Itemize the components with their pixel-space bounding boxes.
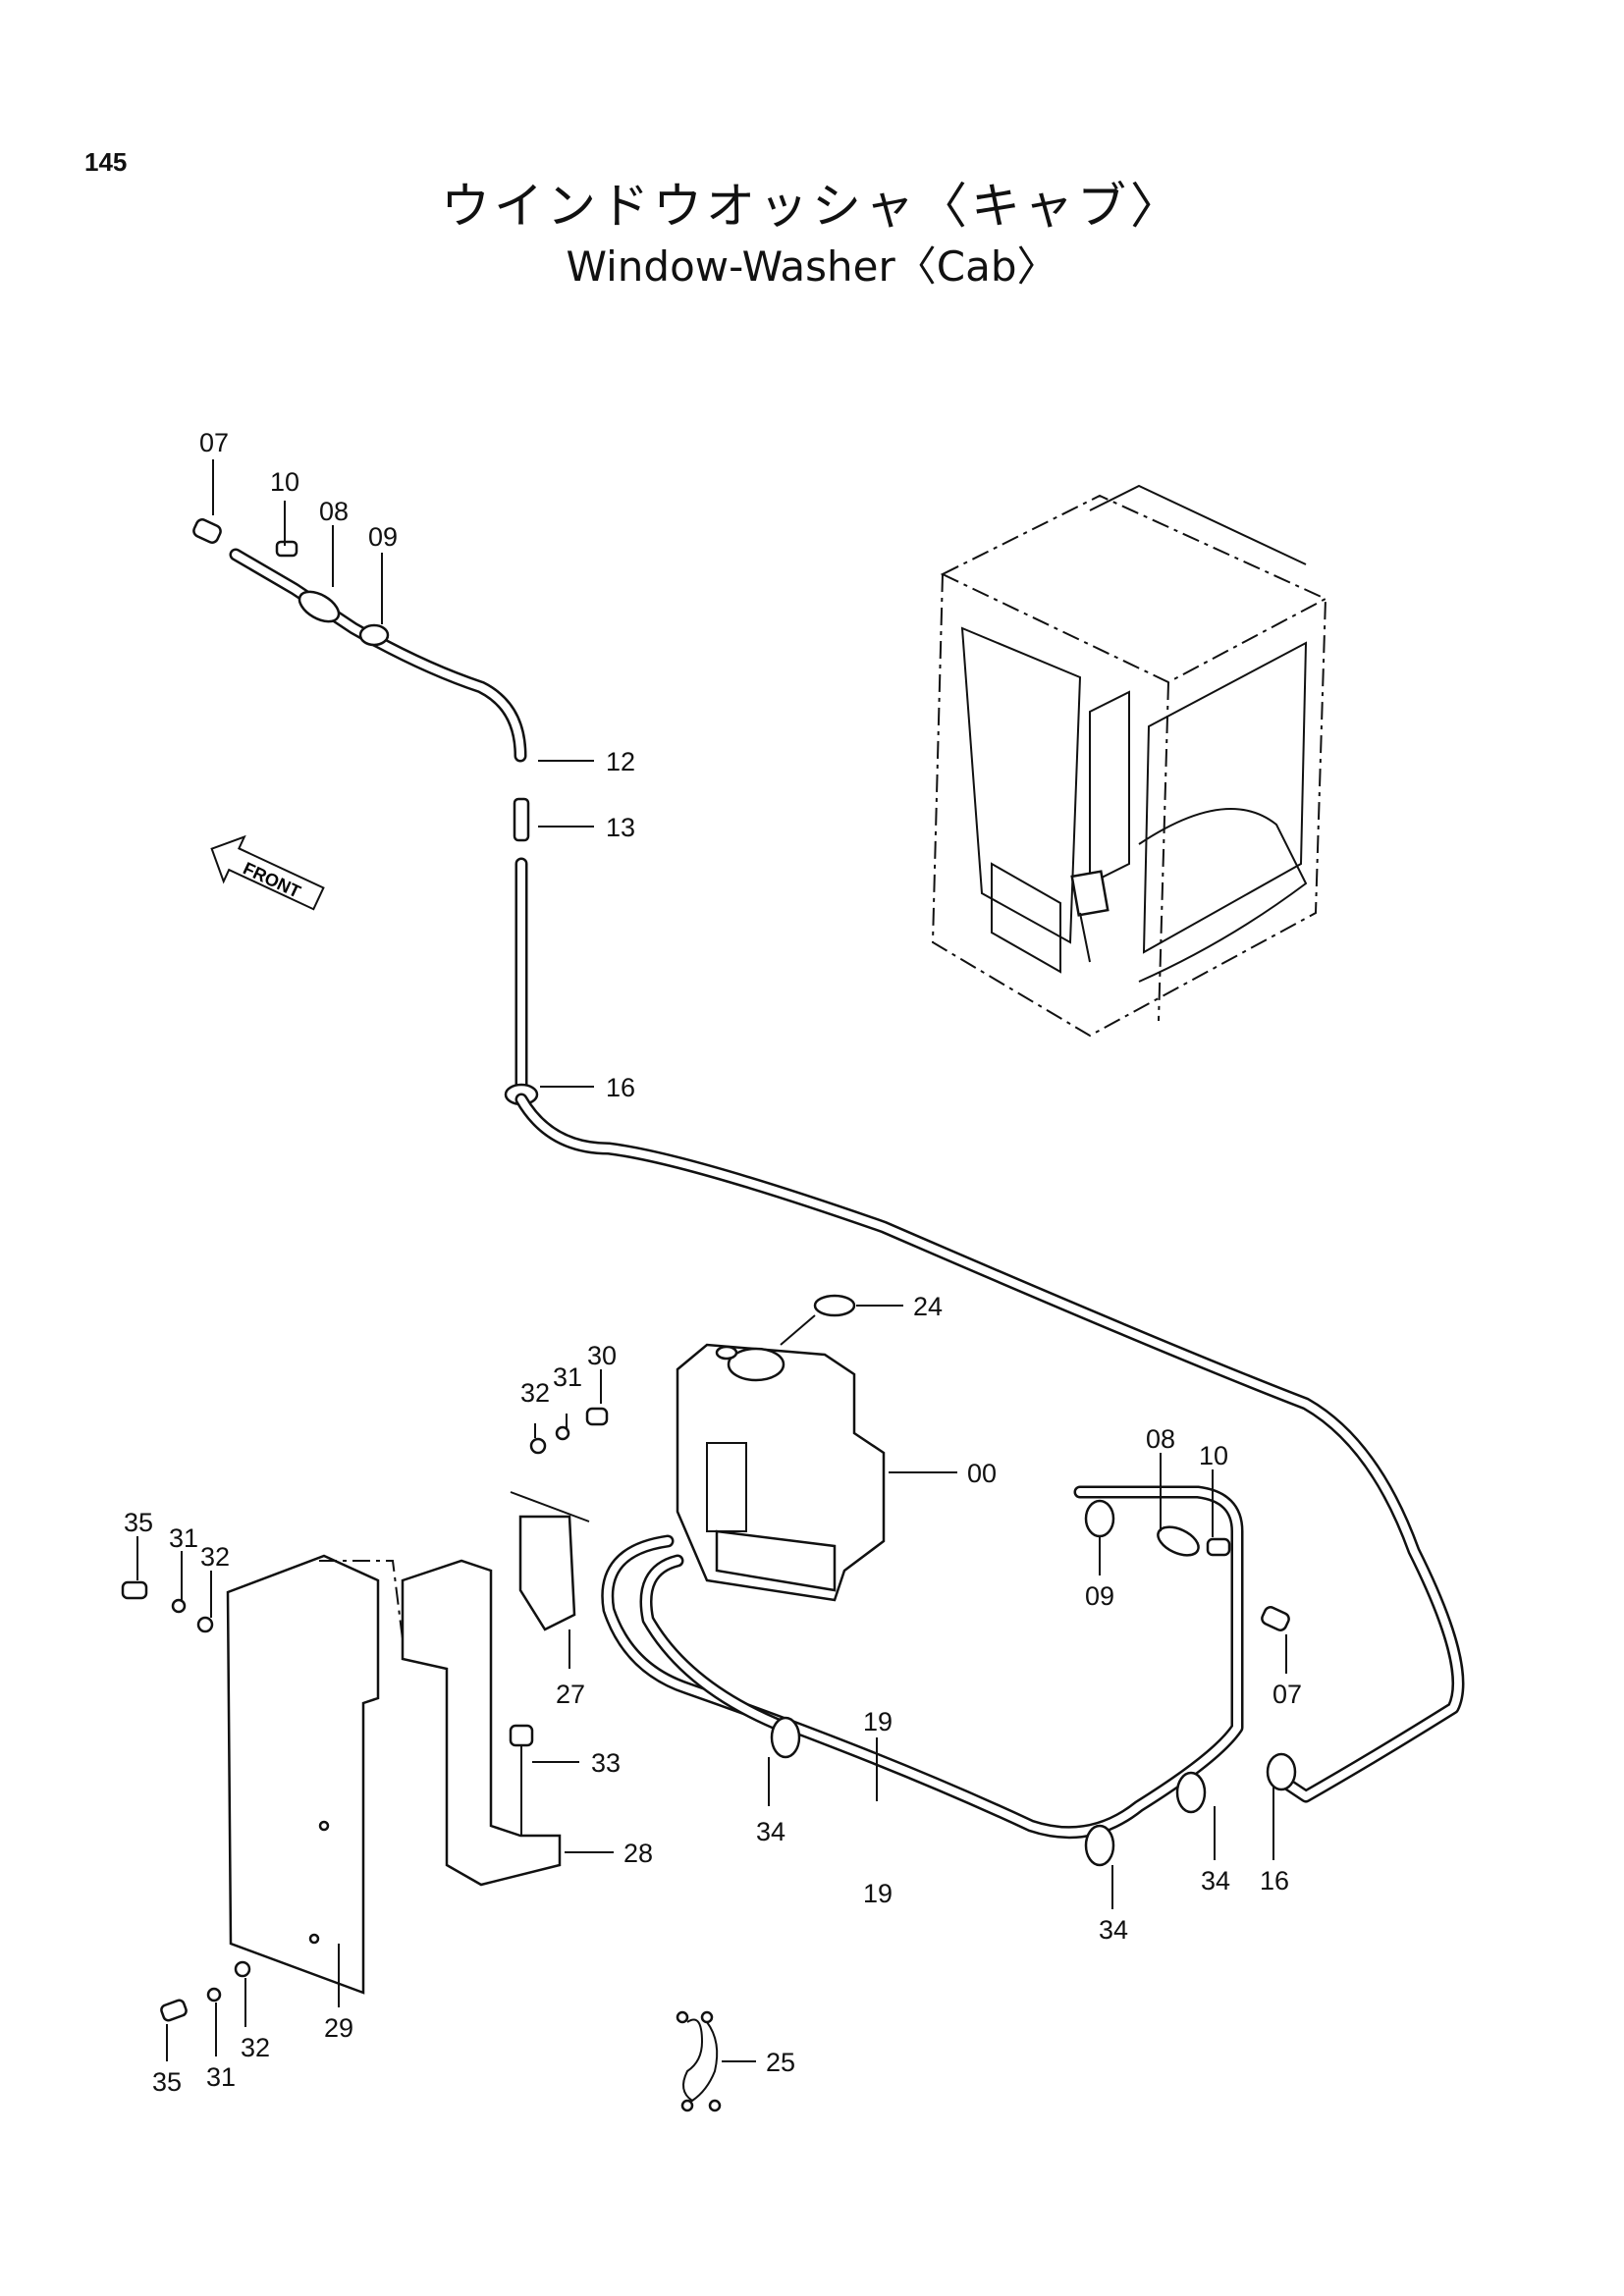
bolt-30: [585, 1407, 609, 1426]
callout-19-top: 19: [863, 1707, 893, 1736]
callout-07-right: 07: [1272, 1680, 1302, 1709]
filter-24: [813, 1294, 856, 1317]
callout-34-b: 34: [1201, 1866, 1230, 1896]
callout-08-right: 08: [1146, 1424, 1175, 1454]
nozzle-assembly-right: [1084, 1499, 1290, 1631]
title-japanese: ウインドウオッシャ〈キャブ〉: [441, 178, 1183, 235]
grommet-09-right: [1084, 1499, 1115, 1538]
callout-25: 25: [766, 2048, 795, 2077]
washer-31-left: [171, 1598, 187, 1614]
joint-13: [513, 797, 530, 842]
callout-33: 33: [591, 1748, 621, 1778]
nozzle-07-right: [1261, 1606, 1290, 1631]
callout-29: 29: [324, 2013, 353, 2043]
callout-16-lower: 16: [1260, 1866, 1289, 1896]
grommet-16-lower: [1266, 1752, 1297, 1791]
callout-30: 30: [587, 1341, 617, 1370]
callout-00: 00: [967, 1459, 997, 1488]
callout-34-a: 34: [756, 1817, 785, 1846]
washer-32-bottom: [234, 1960, 251, 1978]
bolt-35-top: [121, 1580, 148, 1600]
nozzle-assembly-left: [192, 518, 539, 1106]
mounting-brackets: [121, 1407, 609, 2022]
grommet-09-left: [358, 623, 390, 647]
bolt-35-bottom: [160, 1999, 188, 2022]
tank-hoses: [601, 1485, 1297, 1867]
cab-illustration: [931, 484, 1328, 1038]
callout-35-bottom: 35: [152, 2067, 182, 2097]
washer-32-left: [196, 1616, 214, 1633]
callout-32-top: 32: [520, 1378, 550, 1408]
callout-07-left: 07: [199, 428, 229, 457]
plate-29: [226, 1554, 380, 1995]
callout-31-left: 31: [169, 1523, 198, 1553]
callout-19-bottom: 19: [863, 1879, 893, 1908]
callout-32-bottom: 32: [241, 2033, 270, 2062]
callout-09-left: 09: [368, 522, 398, 552]
bracket-08-left: [298, 590, 341, 623]
washer-tank: [676, 1294, 886, 1602]
bracket-28: [401, 1559, 562, 1887]
callout-31-bottom: 31: [206, 2062, 236, 2092]
title-english: Window-Washer〈Cab〉: [566, 242, 1058, 291]
callout-35-top: 35: [124, 1508, 153, 1537]
callout-31-top: 31: [553, 1362, 582, 1392]
bolt-10-right: [1206, 1537, 1231, 1557]
callout-34-c: 34: [1099, 1915, 1128, 1945]
clip-34-b: [1084, 1824, 1115, 1867]
washer-32-top: [529, 1437, 547, 1455]
page-number: 145: [84, 147, 128, 177]
callout-08-left: 08: [319, 497, 349, 526]
cap: [727, 1347, 785, 1382]
bracket-08-right: [1157, 1525, 1200, 1557]
main-hose: [514, 1093, 1465, 1803]
washer-31-bottom: [206, 1987, 222, 2002]
nozzle-07-left: [192, 518, 222, 544]
callout-24: 24: [913, 1292, 943, 1321]
callout-12: 12: [606, 747, 635, 776]
callout-09-right: 09: [1085, 1581, 1114, 1611]
bracket-27: [518, 1515, 576, 1631]
callout-10-left: 10: [270, 467, 299, 497]
bolt-33: [509, 1724, 534, 1747]
callout-27: 27: [556, 1680, 585, 1709]
callout-28: 28: [623, 1839, 653, 1868]
front-arrow: FRONT: [210, 834, 325, 911]
callout-labels: 07 10 08 09 12 13 16 24 00 30 31 32 27 0…: [124, 428, 1302, 2097]
leader-lines: [136, 459, 1287, 2062]
clip-34-a: [770, 1716, 801, 1759]
callout-16-upper: 16: [606, 1073, 635, 1102]
callout-32-left: 32: [200, 1542, 230, 1572]
bolt-10-left: [275, 540, 298, 558]
callout-10-right: 10: [1199, 1441, 1228, 1470]
washer-31-top: [555, 1425, 570, 1441]
clip-25: [676, 2010, 722, 2112]
clip-34-c: [1175, 1771, 1207, 1814]
callout-13: 13: [606, 813, 635, 842]
